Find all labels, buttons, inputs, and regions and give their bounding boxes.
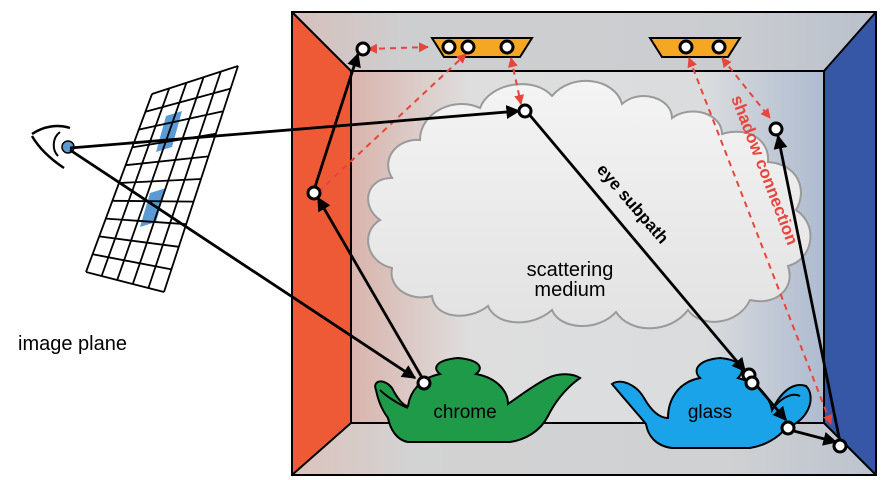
image-plane-pixel bbox=[140, 188, 166, 227]
vertex bbox=[711, 39, 727, 55]
light-right bbox=[648, 37, 742, 58]
vertex bbox=[416, 375, 432, 391]
eye-icon bbox=[30, 124, 75, 170]
vertex bbox=[355, 41, 371, 57]
image-plane-gridline bbox=[118, 178, 202, 184]
shadow-connections bbox=[317, 42, 833, 425]
image-plane-gridline bbox=[105, 217, 187, 226]
path-vertices bbox=[306, 39, 848, 454]
vertex bbox=[306, 185, 322, 201]
medium-label-line1: scattering bbox=[527, 259, 614, 281]
image-plane-gridline bbox=[145, 87, 231, 113]
chrome-label: chrome bbox=[433, 402, 496, 423]
vertex bbox=[780, 420, 796, 436]
image-plane-gridline bbox=[138, 110, 224, 131]
ceiling bbox=[292, 12, 876, 71]
vertex bbox=[441, 39, 457, 55]
medium-label-line2: medium bbox=[534, 279, 605, 301]
vertex bbox=[744, 375, 760, 391]
image-plane-label: image plane bbox=[18, 333, 127, 355]
vertex bbox=[768, 121, 784, 137]
image-plane-gridline bbox=[112, 199, 194, 203]
image-plane bbox=[85, 65, 239, 293]
vertex bbox=[832, 438, 848, 454]
glass-label: glass bbox=[688, 402, 732, 423]
vertex bbox=[499, 39, 515, 55]
image-plane-gridline bbox=[151, 65, 239, 95]
image-plane-gridline bbox=[92, 253, 172, 271]
vertex bbox=[460, 39, 476, 55]
right-wall bbox=[824, 12, 876, 475]
image-plane-gridline bbox=[99, 235, 179, 248]
vertex bbox=[678, 39, 694, 55]
image-plane-gridline bbox=[125, 155, 209, 167]
left-wall bbox=[292, 12, 351, 475]
vertex bbox=[517, 103, 533, 119]
light-paths bbox=[69, 52, 842, 446]
image-plane-gridline bbox=[85, 271, 165, 293]
